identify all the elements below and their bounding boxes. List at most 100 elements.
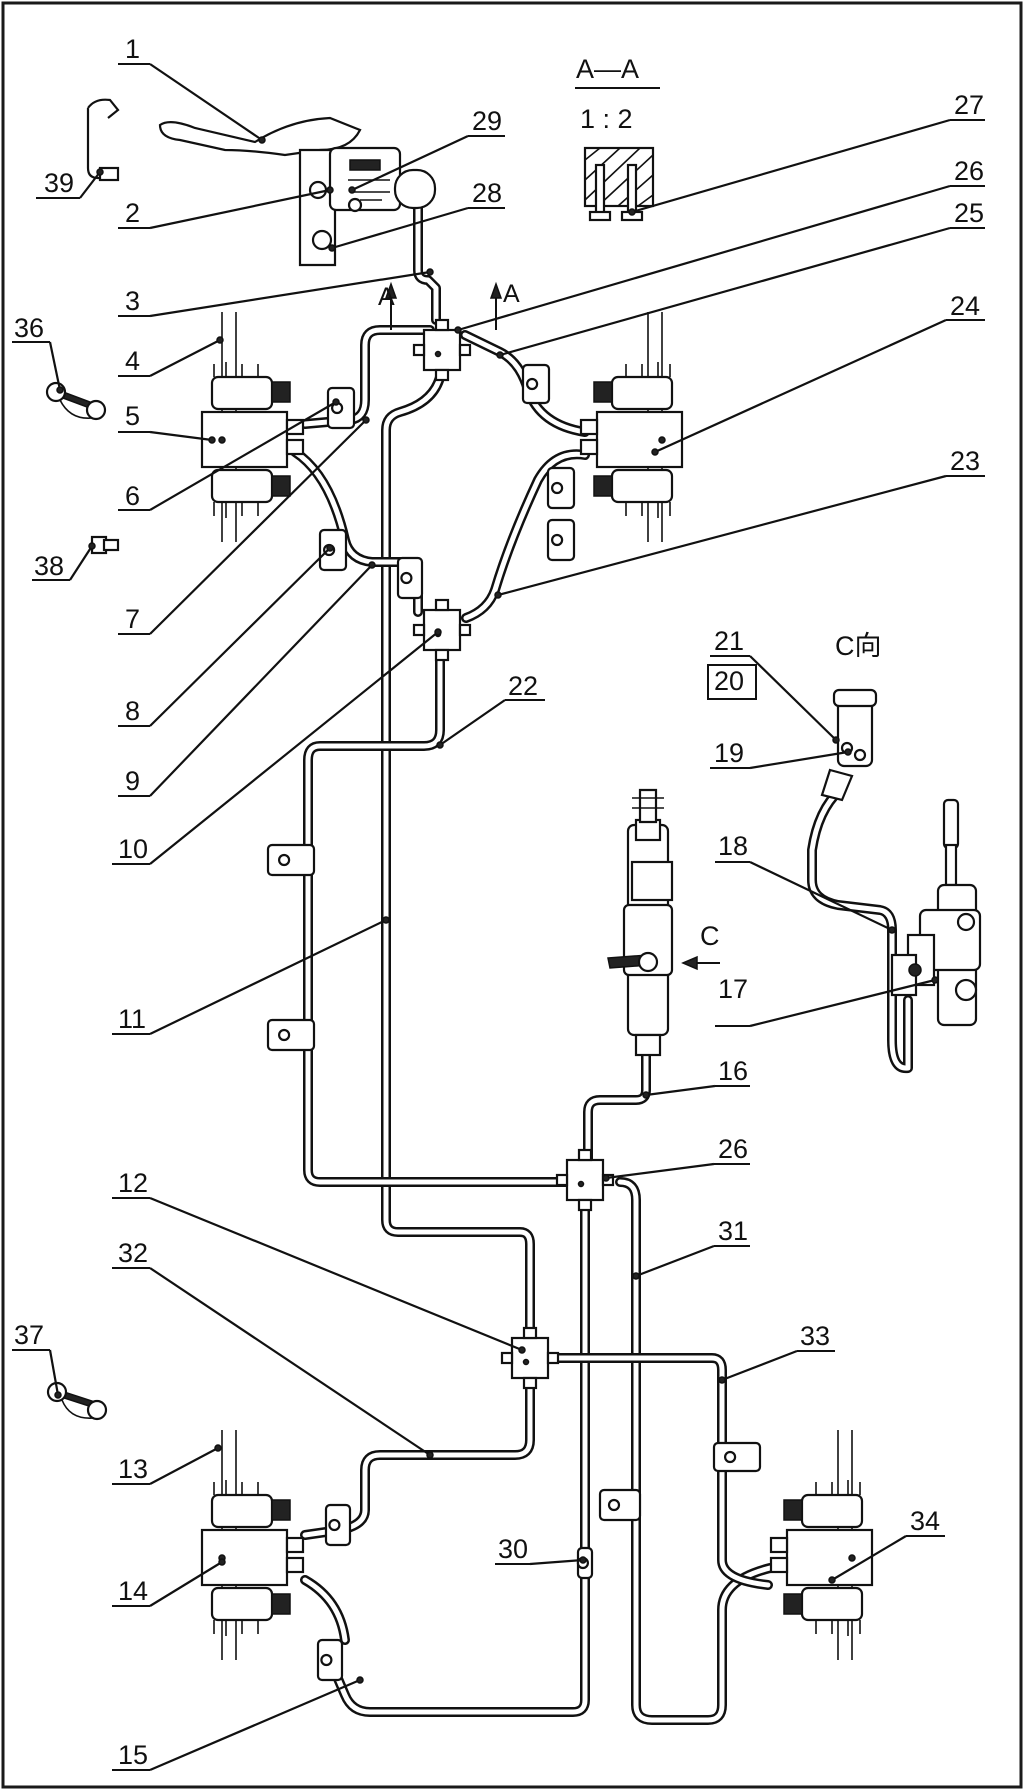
callout-28: 28 [472, 178, 502, 208]
pipe-31-core [617, 1179, 773, 1723]
part-39-fitting [86, 98, 120, 182]
callout-leader [749, 750, 849, 770]
section-aa-view [575, 87, 660, 222]
callout-20-box [707, 664, 757, 700]
callout-leader [149, 1561, 223, 1607]
callout-27: 27 [954, 90, 984, 120]
callout-leader [149, 1267, 431, 1456]
callout-leader-dot [56, 386, 64, 394]
pipe-18-core [809, 787, 911, 1071]
callout-leader [149, 270, 431, 318]
callout-10: 10 [118, 834, 148, 864]
pipe-3-core [415, 197, 439, 323]
callout-leader-dot [931, 976, 939, 984]
callout-leader-dot [518, 1346, 526, 1354]
callout-leader-dot [632, 1272, 640, 1280]
hand-brake-lever-assembly [158, 116, 437, 267]
pipe-top-left-core [302, 327, 433, 427]
callout-leader-dot [88, 542, 96, 550]
clamp-9 [396, 556, 424, 600]
callout-leader [635, 1244, 715, 1278]
caliper-34 [769, 1430, 874, 1660]
callout-leader-dot [216, 336, 224, 344]
callout-leader-dot [54, 1391, 62, 1399]
callout-leader-dot [579, 1556, 587, 1564]
callout-22: 22 [508, 671, 538, 701]
callout-leader-dot [454, 326, 462, 334]
callout-leader-dot [494, 591, 502, 599]
caliper-14 [200, 1430, 305, 1660]
callout-leader-dot [96, 168, 104, 176]
master-cylinder-17 [607, 788, 674, 1057]
callout-23: 23 [950, 446, 980, 476]
callout-leader [331, 206, 469, 250]
callout-8: 8 [125, 696, 140, 726]
callout-34: 34 [910, 1506, 940, 1536]
callout-leader-dot [382, 916, 390, 924]
clamp-15 [316, 1638, 344, 1682]
callout-leader-dot [651, 448, 659, 456]
callout-leader-dot [368, 561, 376, 569]
direction-arrow-label: C [700, 921, 720, 951]
callout-9: 9 [125, 766, 140, 796]
callout-leader-dot [362, 416, 370, 424]
callout-1: 1 [125, 34, 140, 64]
callout-leader-dot [436, 741, 444, 749]
callout-leaders [12, 63, 985, 1772]
clamp-14 [324, 1503, 352, 1547]
callout-3: 3 [125, 286, 140, 316]
callout-leader [149, 1447, 219, 1485]
callout-39: 39 [44, 168, 74, 198]
caliper-24 [579, 312, 684, 542]
callout-5: 5 [125, 401, 140, 431]
direction-view-label: C向 [835, 631, 882, 661]
callout-leader-dot [718, 1376, 726, 1384]
callout-leader [149, 63, 263, 141]
callout-15: 15 [118, 1740, 148, 1770]
callout-leader-dot [628, 208, 636, 216]
callout-leader-dot [888, 926, 896, 934]
callout-leader [149, 919, 387, 1035]
pipe-32-core [302, 1385, 533, 1538]
callout-leader [149, 1196, 523, 1352]
callout-18: 18 [718, 831, 748, 861]
callout-leader [749, 978, 936, 1028]
part-36-wrench [45, 381, 107, 421]
section-arrows [384, 281, 720, 971]
callout-leader [749, 861, 893, 931]
callout-leader [48, 1349, 60, 1396]
callout-21: 21 [714, 626, 744, 656]
pipe-15-core [302, 1577, 348, 1643]
pipe-26-down-core [327, 1193, 588, 1715]
callout-38: 38 [34, 551, 64, 581]
callout-leader [497, 474, 947, 597]
clamp-31 [598, 1488, 642, 1522]
callout-leader-dot [828, 1576, 836, 1584]
callout-30: 30 [498, 1534, 528, 1564]
callout-leader-dot [602, 1174, 610, 1182]
callout-leader [79, 171, 101, 199]
callout-leader [149, 430, 213, 442]
pipe-33-core [549, 1355, 771, 1588]
c-view-master-cylinder [890, 798, 982, 1027]
clamp-11-a [266, 843, 316, 877]
callout-24: 24 [950, 291, 980, 321]
callout-leader-dot [844, 748, 852, 756]
callout-leader [149, 631, 439, 865]
callout-leader-dot [496, 351, 504, 359]
callout-leader [605, 1162, 715, 1180]
section-title: A—A [576, 54, 639, 84]
callout-11: 11 [118, 1004, 146, 1034]
callout-leader [654, 318, 947, 454]
callout-13: 13 [118, 1454, 148, 1484]
callout-20: 20 [714, 666, 744, 696]
callout-14: 14 [118, 1576, 148, 1606]
brake-pipes [290, 195, 913, 1725]
callout-19: 19 [714, 738, 744, 768]
junction-block-12 [500, 1326, 560, 1390]
pipe-22-core [305, 637, 571, 1185]
callout-leader [645, 1084, 716, 1097]
